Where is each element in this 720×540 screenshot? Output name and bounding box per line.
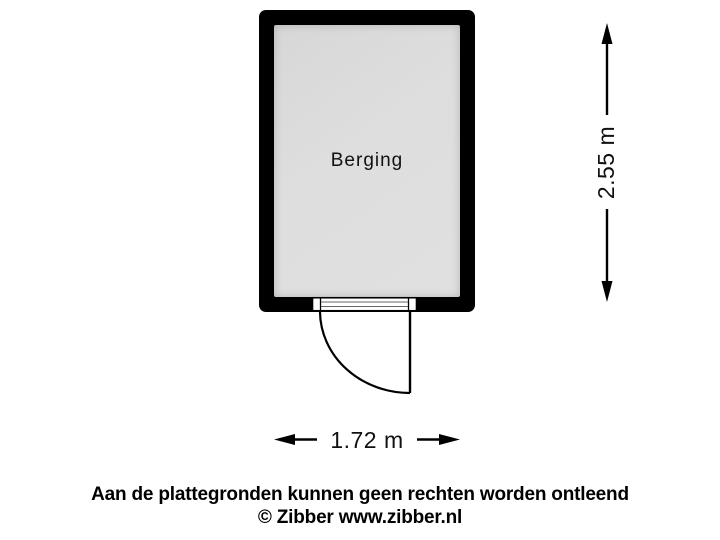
arrow-down-icon: [601, 281, 613, 302]
room-berging: Berging: [274, 25, 460, 297]
height-dimension-label: 2.55 m: [590, 115, 624, 209]
arrow-up-icon: [601, 23, 613, 44]
door-threshold: [311, 296, 418, 312]
door-swing-arc: [318, 311, 411, 395]
width-dimension-label: 1.72 m: [317, 426, 417, 454]
height-dimension-value: 2.55 m: [593, 125, 620, 199]
room-label: Berging: [330, 150, 404, 171]
arrow-left-icon: [274, 434, 295, 445]
door: [311, 296, 418, 395]
arrow-right-icon: [439, 434, 460, 445]
width-dimension-value: 1.72 m: [330, 426, 404, 453]
credit-text: © Zibber www.zibber.nl: [257, 507, 463, 528]
disclaimer-text: Aan de plattegronden kunnen geen rechten…: [91, 484, 629, 505]
